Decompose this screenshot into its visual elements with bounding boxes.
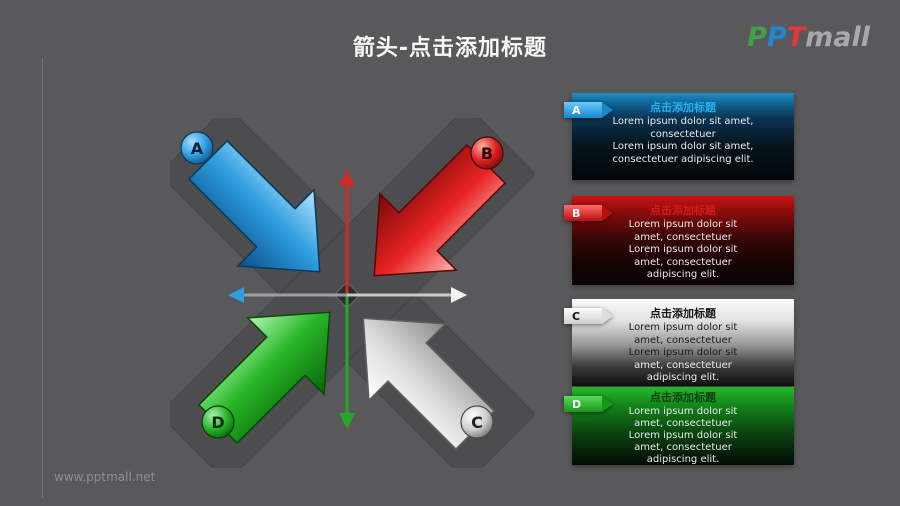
text-panel-a[interactable]: A 点击添加标题 Lorem ipsum dolor sit amet, con… [564,93,794,180]
page-title: 箭头-点击添加标题 [352,36,548,61]
panel-c-arrow-tab: C [564,308,613,324]
logo-letter: T [786,22,806,53]
text-panel-d[interactable]: D 点击添加标题 Lorem ipsum dolor sit amet, con… [564,387,794,465]
pptmall-logo: PPTmall [747,22,870,53]
arrow-head-icon [602,396,613,412]
panel-body-line: amet, consectetuer [634,359,732,371]
logo-letter: P [766,22,787,53]
panel-body-line: Lorem ipsum dolor sit [628,347,738,358]
arrow-head-icon [602,205,613,221]
green-arrow [197,311,331,445]
panel-title: 点击添加标题 [650,307,716,320]
panel-body-line: adipiscing elit. [646,454,720,465]
panel-title: 点击添加标题 [650,204,716,217]
panel-body-line: Lorem ipsum dolor sit [628,430,738,441]
panel-body-line: Lorem ipsum dolor sit amet, [612,116,754,127]
text-panel-b[interactable]: B 点击添加标题 Lorem ipsum dolor sit amet, con… [564,196,794,285]
panel-body-line: Lorem ipsum dolor sit [628,244,738,255]
panel-tab-label: B [572,206,581,220]
panel-b-arrow-tab: B [564,205,613,221]
panel-body-line: Lorem ipsum dolor sit amet, [612,141,754,152]
badge-d: D [201,405,235,439]
panel-body-line: amet, consectetuer [634,231,732,243]
panel-body-line: Lorem ipsum dolor sit [628,219,738,230]
panel-body-line: adipiscing elit. [646,372,720,383]
logo-letter: mall [805,22,870,53]
panel-body-line: consectetuer adipiscing elit. [612,153,754,165]
panel-body-line: Lorem ipsum dolor sit [628,406,738,417]
panel-d-arrow-tab: D [564,396,613,412]
panel-tab-label: A [572,103,581,117]
axis-cross [228,170,467,429]
svg-text:B: B [481,144,493,163]
badge-a: A [180,131,214,165]
panel-body-line: amet, consectetuer [634,256,732,268]
panel-body-line: amet, consectetuer [634,334,732,346]
panel-tab-label: D [572,397,582,411]
panel-a-arrow-tab: A [564,102,613,118]
text-panel-c[interactable]: C 点击添加标题 Lorem ipsum dolor sit amet, con… [564,299,794,386]
arrow-head-icon [602,102,613,118]
panel-body-line: consectetuer [650,128,716,140]
panel-tab-label: C [572,309,581,323]
panel-body-line: amet, consectetuer [634,418,732,429]
blue-arrow [187,139,321,273]
panel-title: 点击添加标题 [650,101,716,114]
panel-body-line: adipiscing elit. [646,269,720,280]
badge-c: C [460,405,494,439]
arrow-head-icon [602,308,613,324]
red-arrow [373,143,507,277]
svg-text:D: D [211,413,224,432]
watermark-url: www.pptmall.net [54,470,156,484]
panel-title: 点击添加标题 [650,391,716,404]
svg-text:A: A [191,139,204,158]
panel-body-line: amet, consectetuer [634,442,732,453]
arrows-diagram: A B C D [170,118,535,468]
svg-text:C: C [471,413,483,432]
panel-body-line: Lorem ipsum dolor sit [628,322,738,333]
badge-b: B [470,136,504,170]
left-divider [42,58,43,498]
logo-letter: P [747,22,767,53]
